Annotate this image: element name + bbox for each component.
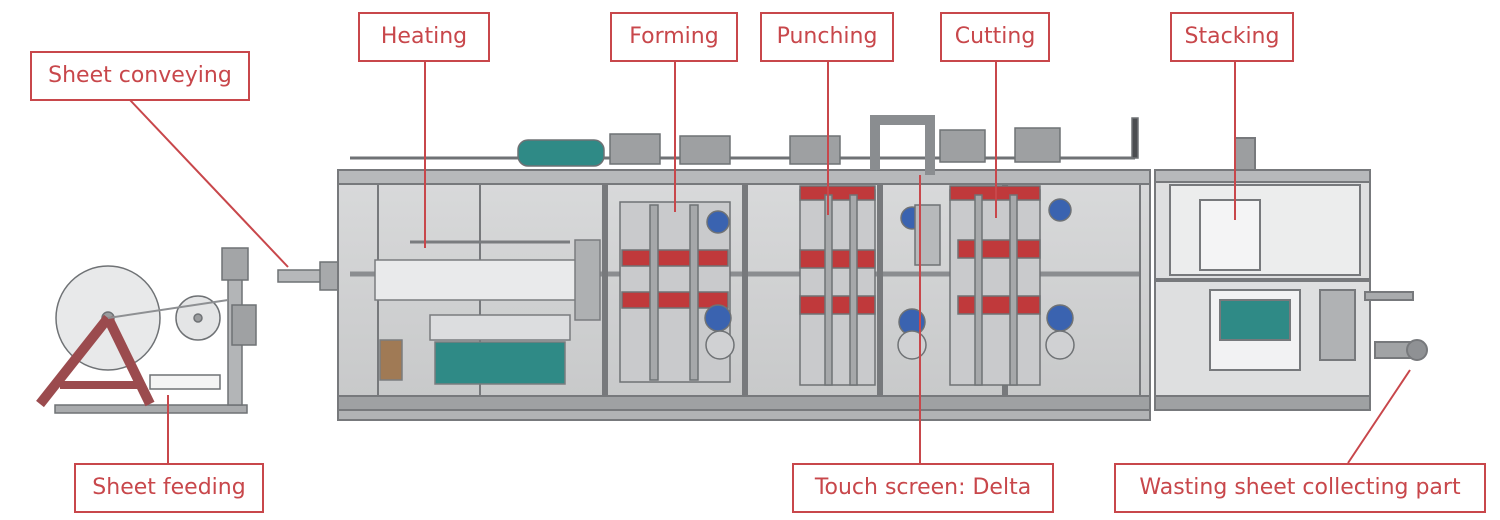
label-touch-screen: Touch screen: Delta	[792, 463, 1054, 513]
cutting-mold	[949, 185, 1074, 386]
label-sheet-conveying: Sheet conveying	[30, 51, 250, 101]
top-equipment	[350, 115, 1139, 175]
leader-lines	[129, 62, 1411, 464]
label-forming: Forming	[610, 12, 738, 62]
sheet-feeding-unit	[36, 247, 257, 414]
label-stacking: Stacking	[1170, 12, 1294, 62]
sheet-inlet	[277, 261, 341, 291]
stacking-unit	[1154, 137, 1428, 411]
label-cutting: Cutting	[940, 12, 1050, 62]
label-sheet-feeding: Sheet feeding	[74, 463, 264, 513]
label-punching: Punching	[760, 12, 894, 62]
label-wasting-sheet: Wasting sheet collecting part	[1114, 463, 1486, 513]
leader-sheet-conveying	[129, 99, 289, 268]
heating-station	[374, 239, 601, 385]
label-heating: Heating	[358, 12, 490, 62]
mold-stations	[619, 185, 1075, 386]
leader-wasting-sheet	[1347, 369, 1411, 464]
punching-mold	[799, 185, 941, 386]
